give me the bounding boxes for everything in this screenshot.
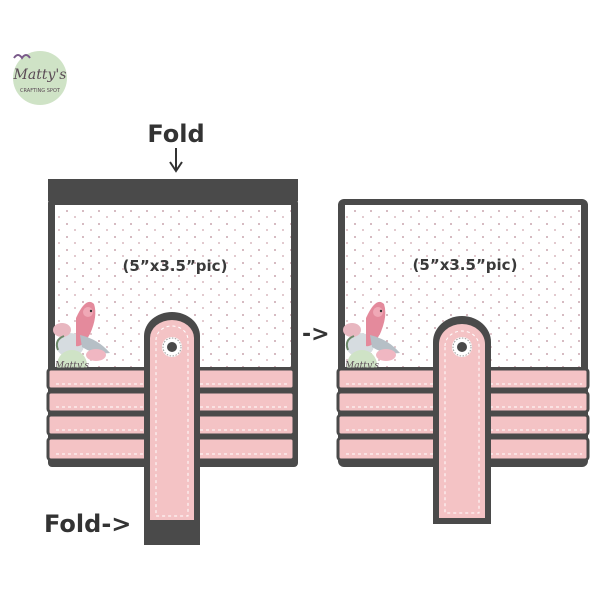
closure-tab bbox=[144, 312, 200, 545]
card-right: (5”x3.5”pic) Matty's bbox=[336, 199, 590, 524]
photo-size-label: (5”x3.5”pic) bbox=[123, 257, 228, 275]
fold-top-label: Fold bbox=[147, 120, 204, 148]
fold-bottom-label: Fold-> bbox=[44, 510, 131, 538]
logo-badge bbox=[13, 51, 67, 105]
photo-size-label: (5”x3.5”pic) bbox=[413, 256, 518, 274]
brand-logo: Matty's CRAFTING SPOT bbox=[13, 51, 67, 105]
fold-strip-bottom bbox=[144, 520, 200, 545]
logo-tagline: CRAFTING SPOT bbox=[20, 88, 61, 94]
photo-watermark-name: Matty's bbox=[54, 361, 89, 371]
eyelet-icon bbox=[452, 337, 472, 357]
closure-tab bbox=[433, 316, 491, 524]
eyelet-icon bbox=[162, 337, 182, 357]
fold-strip-top bbox=[48, 179, 298, 201]
down-arrow-icon bbox=[169, 148, 183, 173]
transition-arrow: -> bbox=[302, 322, 330, 347]
photo-watermark-name: Matty's bbox=[344, 361, 379, 371]
card-left: (5”x3.5”pic) Matty's bbox=[46, 179, 298, 545]
logo-name: Matty's bbox=[13, 67, 67, 83]
